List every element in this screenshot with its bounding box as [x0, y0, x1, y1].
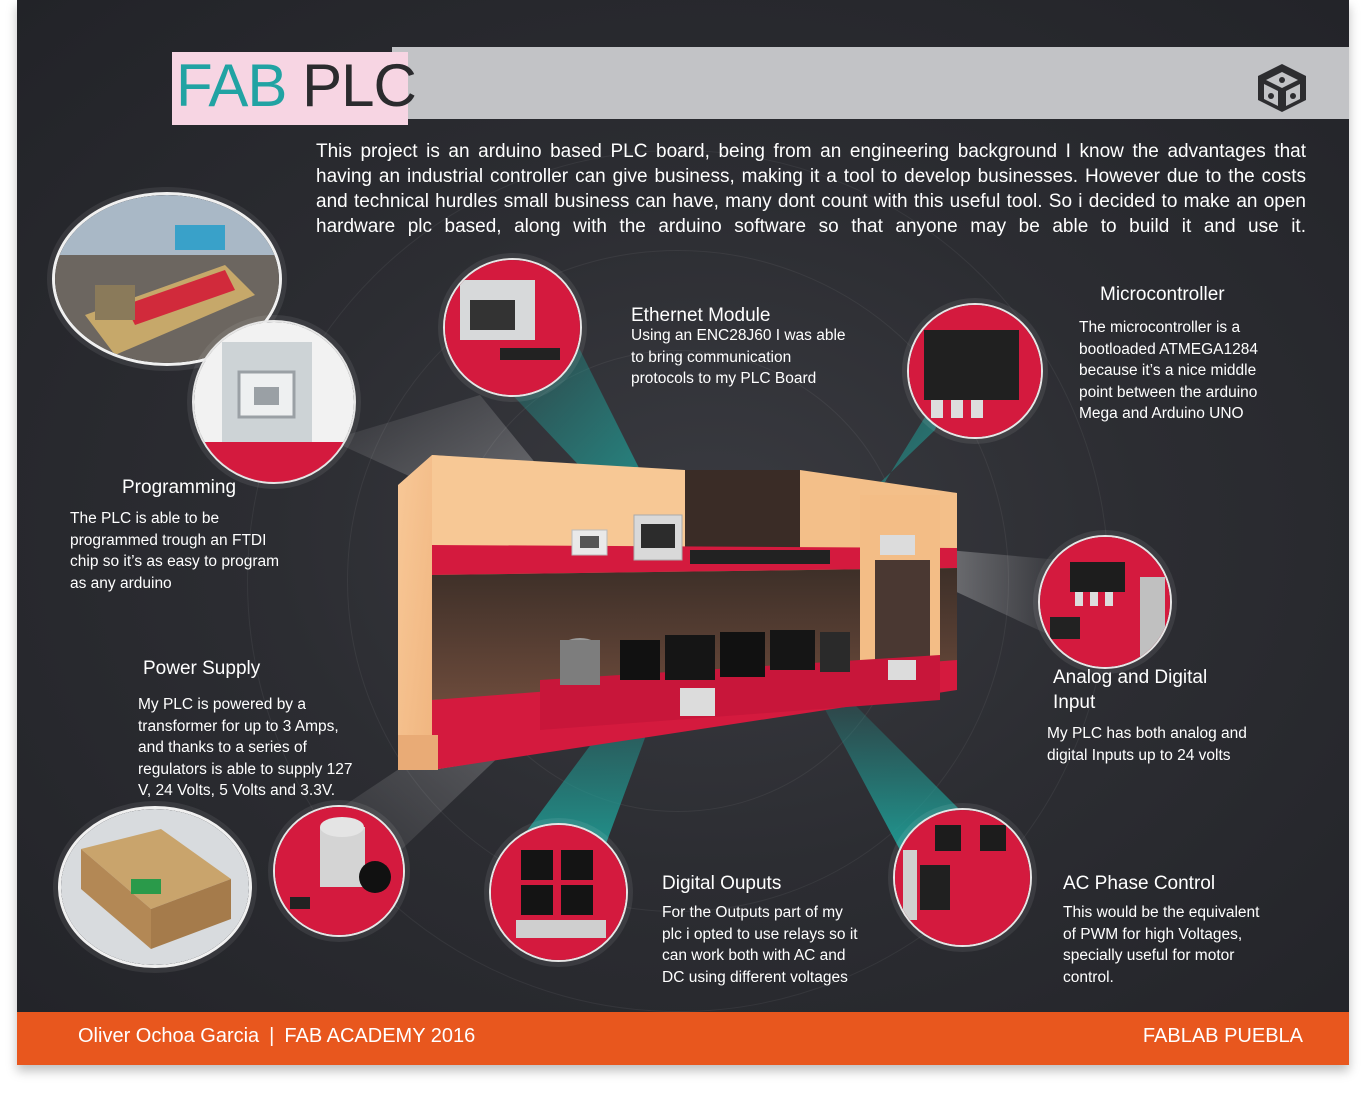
desc-line: My PLC is powered by a — [138, 696, 306, 713]
photo-microcontroller — [907, 303, 1043, 439]
acphase-description: This would be the equivalent of PWM for … — [1063, 902, 1259, 988]
page-title: FAB PLC — [176, 50, 417, 122]
desc-line: chip so it’s as easy to program — [70, 553, 280, 570]
ethernet-description: Using an ENC28J60 I was able to bring co… — [631, 325, 846, 390]
microcontroller-description: The microcontroller is a bootloaded ATME… — [1079, 317, 1258, 425]
fab-lab-cube-logo-icon — [1258, 64, 1306, 112]
photo-digital-outputs — [489, 823, 628, 962]
desc-line: The microcontroller is a — [1079, 319, 1241, 336]
desc-line: because it’s a nice middle — [1079, 362, 1257, 379]
relay-icon — [521, 850, 553, 880]
desc-line: bootloaded ATMEGA1284 — [1079, 340, 1258, 358]
analog-description: My PLC has both analog and digital Input… — [1047, 723, 1247, 766]
photo-usb-port — [192, 320, 356, 484]
photo-wooden-enclosure — [58, 806, 252, 968]
desc-line: This would be the equivalent — [1063, 904, 1260, 921]
desc-line: Mega and Arduino UNO — [1079, 405, 1244, 422]
desc-line: specially useful for motor — [1063, 947, 1235, 964]
desc-line: protocols to my PLC Board — [631, 370, 817, 387]
desc-line: can work both with AC and — [662, 947, 846, 964]
analog-title-line: Analog and Digital — [1053, 667, 1208, 688]
footer-author: Oliver Ochoa Garcia — [78, 1025, 260, 1047]
desc-line: regulators is able to supply 127 — [138, 760, 353, 778]
analog-title: Analog and Digital Input — [1053, 665, 1207, 715]
outputs-title: Digital Ouputs — [662, 873, 782, 894]
transistor-icon — [935, 825, 961, 851]
desc-line: DC using different voltages — [662, 968, 848, 986]
title-part-plc: PLC — [302, 52, 417, 119]
microcontroller-title: Microcontroller — [1100, 284, 1225, 305]
desc-line: to bring communication — [631, 348, 792, 366]
desc-line: as any arduino — [70, 574, 172, 592]
programming-description: The PLC is able to be programmed trough … — [70, 508, 279, 594]
desc-line: The PLC is able to be — [70, 510, 220, 527]
footer-program: FAB ACADEMY 2016 — [284, 1025, 476, 1047]
footer-separator: | — [269, 1025, 275, 1047]
intro-paragraph: This project is an arduino based PLC boa… — [316, 141, 1306, 237]
title-part-fab: FAB — [176, 52, 287, 119]
desc-line: digital Inputs up to 24 volts — [1047, 746, 1231, 764]
desc-line: programmed trough an FTDI — [70, 531, 267, 549]
desc-line: V, 24 Volts, 5 Volts and 3.3V. — [138, 782, 336, 799]
desc-line: For the Outputs part of my — [662, 904, 843, 921]
ic-chip-icon — [924, 330, 1019, 400]
footer-lab: FABLAB PUEBLA — [1142, 1025, 1303, 1047]
title-box — [172, 52, 408, 125]
footer-credits: Oliver Ochoa Garcia | FAB ACADEMY 2016 — [78, 1025, 475, 1048]
power-description: My PLC is powered by a transformer for u… — [138, 694, 353, 802]
desc-line: Using an ENC28J60 I was able — [631, 327, 846, 344]
ic-chip-icon — [1070, 562, 1125, 592]
acphase-title: AC Phase Control — [1063, 873, 1216, 894]
programming-title: Programming — [122, 477, 237, 498]
photo-analog-input — [1038, 535, 1172, 669]
desc-line: and thanks to a series of — [138, 739, 307, 756]
desc-line: plc i opted to use relays so it — [662, 925, 858, 943]
title-band — [392, 47, 1349, 119]
outputs-description: For the Outputs part of my plc i opted t… — [662, 902, 858, 988]
power-title: Power Supply — [143, 658, 261, 679]
desc-line: point between the arduino — [1079, 383, 1258, 401]
capacitor-icon — [320, 827, 365, 887]
desc-line: transformer for up to 3 Amps, — [138, 717, 339, 735]
photo-ethernet-module — [443, 258, 582, 397]
photo-power-supply — [273, 805, 405, 937]
analog-title-line: Input — [1053, 692, 1096, 713]
background-ring — [447, 350, 909, 812]
photo-ac-phase — [893, 808, 1032, 947]
footer-bar — [17, 1012, 1349, 1065]
desc-line: My PLC has both analog and — [1047, 725, 1247, 742]
ethernet-title: Ethernet Module — [631, 305, 771, 326]
desc-line: control. — [1063, 968, 1114, 986]
desc-line: of PWM for high Voltages, — [1063, 925, 1243, 943]
